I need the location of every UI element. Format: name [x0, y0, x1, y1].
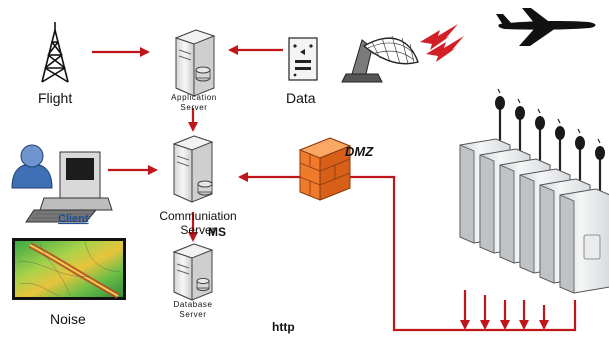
data-device-icon [288, 37, 318, 81]
http-bus-line [375, 175, 577, 332]
application-server-label-line1: Application [171, 93, 217, 102]
computer-icon [25, 151, 113, 223]
communication-server-icon [172, 135, 214, 203]
client-label: Client [58, 213, 89, 225]
database-server-icon [172, 243, 214, 301]
firewall-icon [298, 137, 352, 201]
ms-label: MS [208, 225, 226, 239]
database-server-label-line1: Database [173, 300, 212, 309]
http-label: http [272, 320, 295, 334]
data-label: Data [286, 90, 316, 106]
noise-monitor-terminal [559, 138, 609, 294]
noise-monitor-terminals [459, 88, 609, 294]
noise-label: Noise [50, 311, 86, 327]
database-server-label-line2: Server [179, 310, 206, 319]
noise-map-icon [12, 238, 126, 300]
application-server-icon [174, 29, 216, 97]
airplane-icon [496, 8, 596, 46]
radio-tower-icon [41, 22, 69, 83]
user-icon [11, 144, 53, 189]
application-server-label-line2: Server [180, 103, 207, 112]
communication-server-label-line2: Server [180, 223, 215, 237]
lightning-signal-icon [420, 24, 464, 62]
radar-dish-icon [341, 35, 419, 83]
communication-server-label-line1: Communiation [159, 209, 236, 223]
flight-label: Flight [38, 90, 72, 106]
dmz-label: DMZ [345, 144, 374, 159]
